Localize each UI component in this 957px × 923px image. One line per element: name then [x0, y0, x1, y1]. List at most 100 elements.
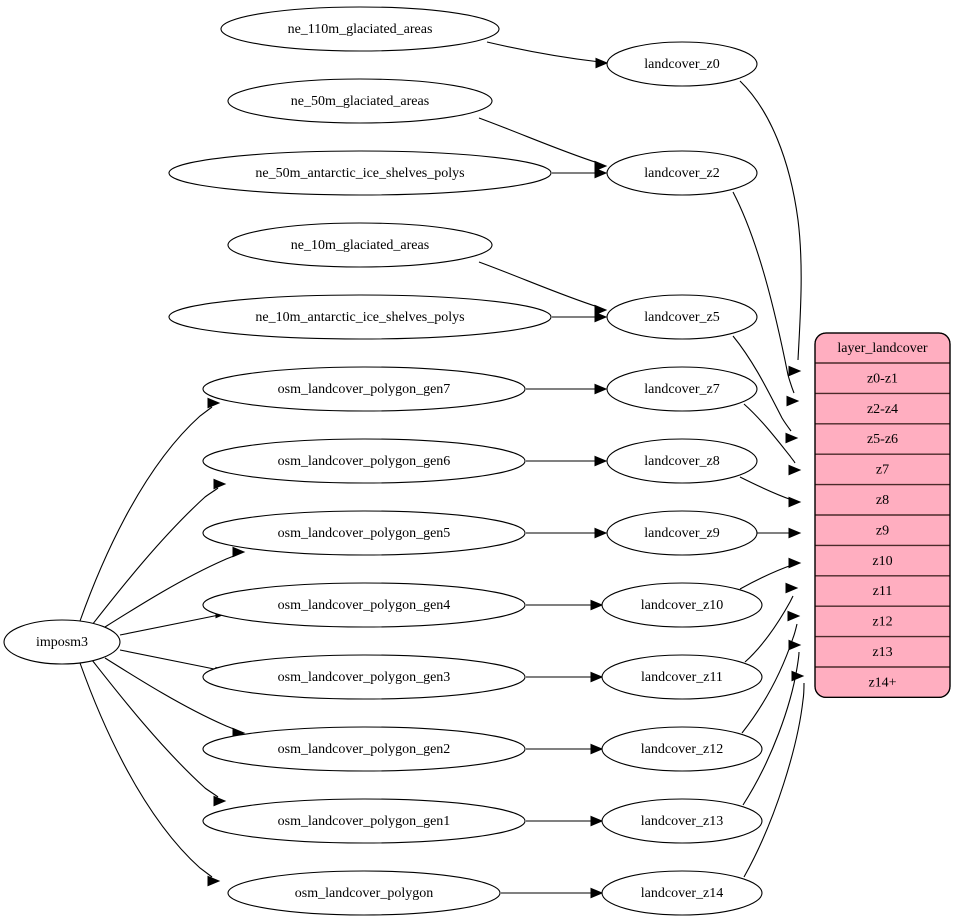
table-row-z12[interactable]: z12: [815, 606, 950, 636]
arrow-head: [788, 639, 802, 651]
node-shape[interactable]: [606, 366, 758, 412]
node-shape[interactable]: [601, 582, 763, 628]
table-row-label: z12: [872, 615, 892, 630]
node-label: osm_landcover_polygon_gen6: [278, 454, 451, 469]
arrow-head: [788, 527, 802, 539]
node-osm_landcover_polygon[interactable]: osm_landcover_polygon: [227, 870, 501, 916]
arrow-head: [207, 875, 221, 887]
table-row-z9[interactable]: z9: [815, 515, 950, 545]
node-shape[interactable]: [168, 150, 552, 196]
table-row-label: z13: [872, 645, 892, 660]
node-osm_landcover_polygon_gen3[interactable]: osm_landcover_polygon_gen3: [202, 654, 526, 700]
node-shape[interactable]: [202, 438, 526, 484]
node-shape[interactable]: [3, 619, 121, 665]
node-ne_50m_glaciated_areas[interactable]: ne_50m_glaciated_areas: [227, 78, 493, 124]
table-row-label: z14+: [868, 675, 896, 690]
node-label: osm_landcover_polygon_gen4: [278, 598, 451, 613]
table-row-label: z7: [876, 463, 889, 478]
node-shape[interactable]: [168, 294, 552, 340]
node-shape[interactable]: [606, 510, 758, 556]
arrow-head: [785, 582, 799, 594]
arrow-head: [213, 795, 227, 807]
node-shape[interactable]: [202, 366, 526, 412]
node-landcover_z14[interactable]: landcover_z14: [601, 870, 763, 916]
edge-landcover_z7-to-tbl_row_3: [743, 403, 802, 476]
edge-imposm3-to-osm_landcover_polygon: [79, 662, 221, 887]
table-row-z8[interactable]: z8: [815, 485, 950, 515]
node-osm_landcover_polygon_gen7[interactable]: osm_landcover_polygon_gen7: [202, 366, 526, 412]
edge-landcover_z0-to-tbl_row_0: [739, 80, 802, 377]
node-ne_10m_antarctic_ice_shelves_polys[interactable]: ne_10m_antarctic_ice_shelves_polys: [168, 294, 552, 340]
arrow-head: [788, 464, 802, 476]
node-landcover_z8[interactable]: landcover_z8: [606, 438, 758, 484]
node-label: landcover_z12: [641, 742, 723, 757]
node-shape[interactable]: [606, 438, 758, 484]
node-shape[interactable]: [601, 726, 763, 772]
arrow-head: [785, 432, 799, 444]
node-shape[interactable]: [601, 654, 763, 700]
node-landcover_z5[interactable]: landcover_z5: [606, 294, 758, 340]
table-row-z10[interactable]: z10: [815, 545, 950, 575]
edge-landcover_z9-to-tbl_row_5: [757, 527, 802, 539]
nodes-layer: imposm3 ne_110m_glaciated_areas ne_50m_gla…: [3, 6, 763, 916]
node-landcover_z2[interactable]: landcover_z2: [606, 150, 758, 196]
table-row-z14+[interactable]: z14+: [815, 667, 950, 697]
edge-ne_10m_antarctic_ice_shelves_polys-to-landcover_z5: [552, 311, 608, 323]
node-landcover_z11[interactable]: landcover_z11: [601, 654, 763, 700]
edge-ne_110m_glaciated_areas-to-landcover_z0: [486, 41, 609, 69]
node-shape[interactable]: [227, 222, 493, 268]
arrow-head: [791, 670, 805, 682]
node-landcover_z0[interactable]: landcover_z0: [606, 41, 758, 87]
node-shape[interactable]: [227, 870, 501, 916]
node-shape[interactable]: [601, 798, 763, 844]
node-shape[interactable]: [227, 78, 493, 124]
node-shape[interactable]: [202, 726, 526, 772]
node-ne_50m_antarctic_ice_shelves_polys[interactable]: ne_50m_antarctic_ice_shelves_polys: [168, 150, 552, 196]
layer-landcover-table[interactable]: layer_landcoverz0-z1z2-z4z5-z6z7z8z9z10z…: [814, 332, 951, 699]
arrow-head: [590, 599, 604, 611]
arrow-head: [788, 557, 802, 569]
arrow-head: [787, 610, 801, 622]
table-row-z0-z1[interactable]: z0-z1: [815, 363, 950, 393]
node-osm_landcover_polygon_gen1[interactable]: osm_landcover_polygon_gen1: [202, 798, 526, 844]
table-row-label: z10: [872, 554, 892, 569]
arrow-head: [594, 455, 608, 467]
node-osm_landcover_polygon_gen5[interactable]: osm_landcover_polygon_gen5: [202, 510, 526, 556]
node-shape[interactable]: [606, 150, 758, 196]
node-landcover_z13[interactable]: landcover_z13: [601, 798, 763, 844]
node-osm_landcover_polygon_gen6[interactable]: osm_landcover_polygon_gen6: [202, 438, 526, 484]
arrow-head: [595, 57, 609, 69]
node-ne_10m_glaciated_areas[interactable]: ne_10m_glaciated_areas: [227, 222, 493, 268]
node-landcover_z9[interactable]: landcover_z9: [606, 510, 758, 556]
table-border: [814, 332, 951, 699]
table-row-z11[interactable]: z11: [815, 576, 950, 606]
node-landcover_z12[interactable]: landcover_z12: [601, 726, 763, 772]
edge-landcover_z14-to-tbl_row_10: [743, 670, 805, 878]
node-shape[interactable]: [202, 654, 526, 700]
table-row-z13[interactable]: z13: [815, 637, 950, 667]
node-ne_110m_glaciated_areas[interactable]: ne_110m_glaciated_areas: [220, 6, 500, 52]
node-landcover_z10[interactable]: landcover_z10: [601, 582, 763, 628]
node-label: ne_10m_antarctic_ice_shelves_polys: [255, 310, 464, 325]
arrow-head: [590, 743, 604, 755]
node-osm_landcover_polygon_gen4[interactable]: osm_landcover_polygon_gen4: [202, 582, 526, 628]
table-row-z7[interactable]: z7: [815, 454, 950, 484]
arrow-head: [213, 478, 227, 490]
table-row-z2-z4[interactable]: z2-z4: [815, 393, 950, 423]
node-osm_landcover_polygon_gen2[interactable]: osm_landcover_polygon_gen2: [202, 726, 526, 772]
node-imposm3[interactable]: imposm3: [3, 619, 121, 665]
edge-osm_landcover_polygon_gen3-to-landcover_z11: [526, 671, 604, 683]
node-shape[interactable]: [601, 870, 763, 916]
arrow-head: [232, 546, 246, 558]
node-landcover_z7[interactable]: landcover_z7: [606, 366, 758, 412]
node-shape[interactable]: [202, 582, 526, 628]
table-row-z5-z6[interactable]: z5-z6: [815, 424, 950, 454]
node-shape[interactable]: [606, 41, 758, 87]
node-shape[interactable]: [220, 6, 500, 52]
node-shape[interactable]: [202, 510, 526, 556]
node-shape[interactable]: [202, 798, 526, 844]
edge-landcover_z5-to-tbl_row_2: [732, 335, 799, 444]
table-row-label: z9: [876, 523, 889, 538]
node-shape[interactable]: [606, 294, 758, 340]
